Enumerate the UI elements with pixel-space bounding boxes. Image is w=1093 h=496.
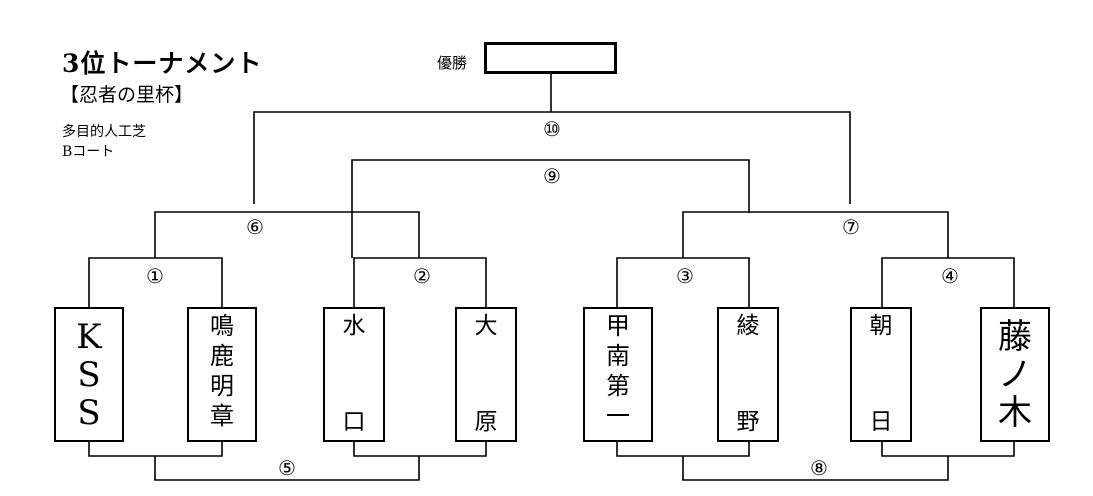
match-number-7: ⑦ <box>836 216 866 238</box>
team-char: 鳴 <box>210 312 234 340</box>
team-char: S <box>77 392 101 433</box>
team-char: 大 <box>474 313 498 339</box>
team-char: 藤 <box>998 316 1032 357</box>
bracket-line-bottom-right-a <box>616 442 750 457</box>
bracket-line-bottom-left-a <box>88 442 223 457</box>
match-number-3: ③ <box>670 265 700 287</box>
team-box-fujinoki: 藤 ノ 木 <box>980 307 1050 442</box>
venue-label: 多目的人工芝 Bコート <box>62 122 146 162</box>
team-box-narushika-meisho: 鳴 鹿 明 章 <box>187 307 257 442</box>
champion-box <box>484 42 617 74</box>
team-box-ayano: 綾 野 <box>717 307 779 442</box>
team-char: 日 <box>869 409 893 435</box>
bracket-line-1 <box>88 257 223 307</box>
bracket-line-5 <box>154 456 420 481</box>
team-char: 一 <box>606 402 630 430</box>
cup-name: 【忍者の里杯】 <box>60 84 194 106</box>
team-char: 木 <box>998 392 1032 433</box>
team-char: 朝 <box>869 313 893 339</box>
team-char: ノ <box>998 354 1032 395</box>
match-number-1: ① <box>140 265 170 287</box>
team-char: 明 <box>210 372 234 400</box>
match-number-5: ⑤ <box>272 457 302 479</box>
team-char: 水 <box>342 313 366 339</box>
team-char: 口 <box>342 409 366 435</box>
bracket-line-6 <box>154 211 420 258</box>
team-box-minakuchi: 水 口 <box>323 307 385 442</box>
champion-label: 優勝 <box>437 54 468 72</box>
bracket-line-bottom-right-b <box>881 442 1015 457</box>
bracket-line-4 <box>881 257 1015 307</box>
bracket-line-bottom-left-b <box>353 442 487 457</box>
match-number-4: ④ <box>935 265 965 287</box>
match-number-6: ⑥ <box>240 216 270 238</box>
match-number-9: ⑨ <box>537 165 567 187</box>
match-number-2: ② <box>407 265 437 287</box>
team-char: 甲 <box>606 312 630 340</box>
bracket-line-8 <box>682 456 949 481</box>
team-char: 南 <box>606 342 630 370</box>
team-char: 鹿 <box>210 342 234 370</box>
team-char: K <box>76 316 102 357</box>
venue-line-1: 多目的人工芝 <box>62 124 146 140</box>
team-box-asahi: 朝 日 <box>850 307 912 442</box>
match-number-10: ⑩ <box>537 118 567 140</box>
bracket-line-9 <box>351 159 750 258</box>
team-char: 章 <box>210 402 234 430</box>
page-title: 3位トーナメント <box>62 49 263 78</box>
match-number-8: ⑧ <box>804 457 834 479</box>
team-char: 原 <box>474 409 498 435</box>
bracket-line-3 <box>616 257 750 307</box>
bracket-line-2 <box>353 257 487 307</box>
team-box-kss: K S S <box>54 307 124 442</box>
bracket-line-7 <box>682 211 949 258</box>
team-char: 綾 <box>736 313 760 339</box>
team-char: 野 <box>736 409 760 435</box>
team-box-konan-daiichi: 甲 南 第 一 <box>583 307 653 442</box>
team-char: S <box>77 354 101 395</box>
team-box-ohara: 大 原 <box>455 307 517 442</box>
team-char: 第 <box>606 372 630 400</box>
bracket-line-10 <box>253 111 851 204</box>
venue-line-2: Bコート <box>62 144 115 160</box>
